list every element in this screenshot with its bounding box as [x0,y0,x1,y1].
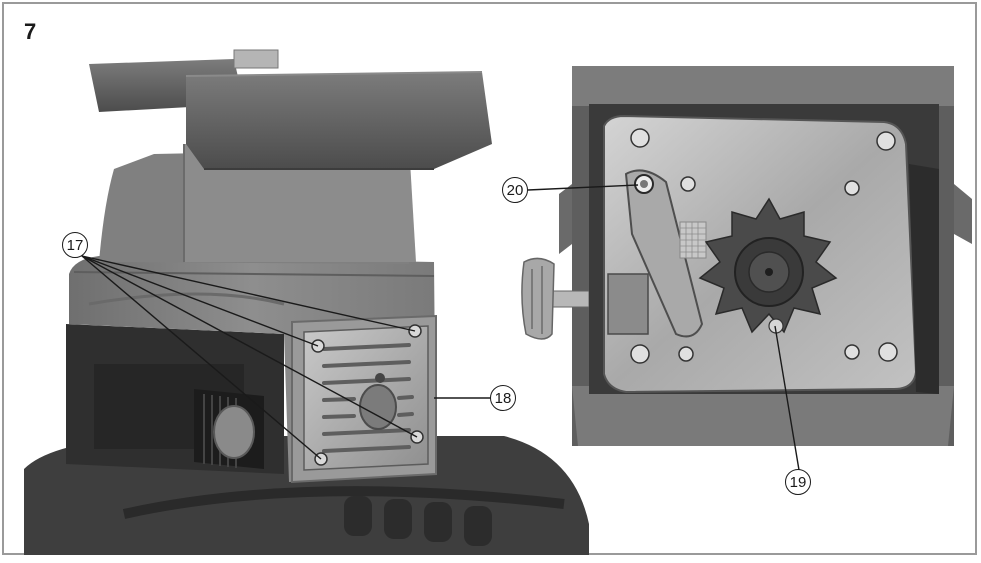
callout-18: 18 [490,385,516,411]
figure-illustration [24,49,972,555]
leader-lines [81,184,800,471]
callout-20: 20 [502,177,528,203]
figure-frame: 7 17 18 19 20 [2,2,977,555]
shredder-exterior-view [24,49,589,555]
cutting-blade [698,197,838,334]
callout-19: 19 [785,469,811,495]
callout-17: 17 [62,232,88,258]
figure-number: 7 [24,19,37,44]
adjust-knob [521,257,590,340]
cutter-housing-view [521,66,972,446]
